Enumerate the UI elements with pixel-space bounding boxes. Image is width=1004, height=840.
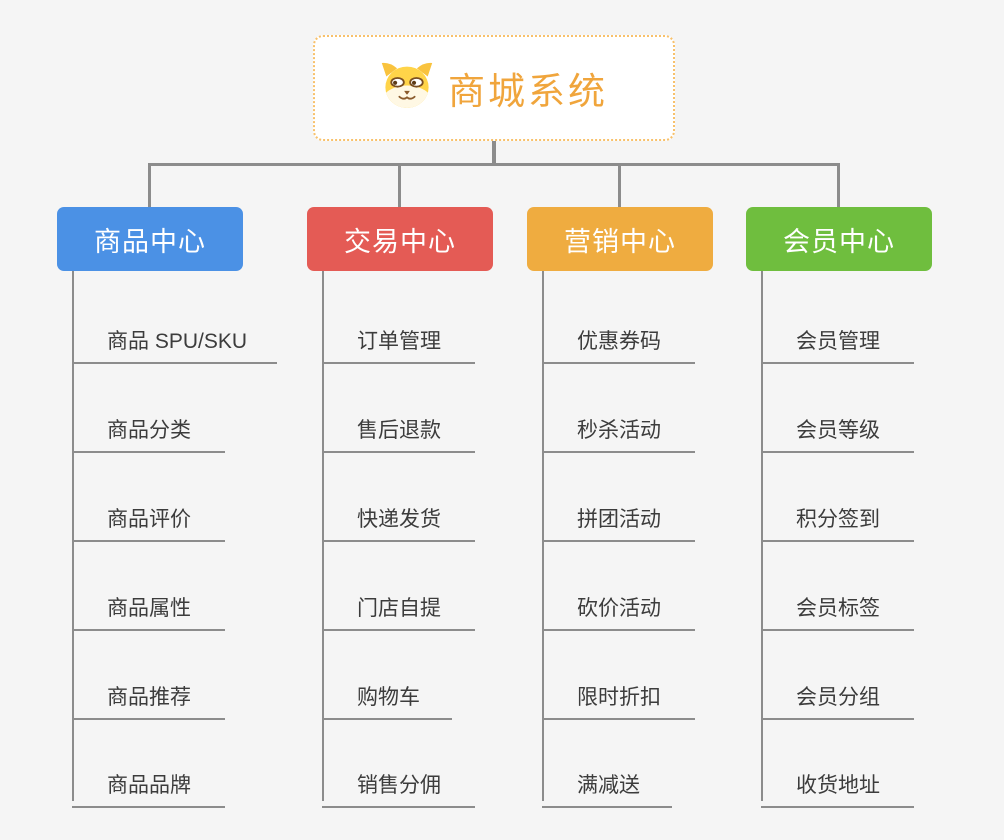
- connector-horizontal-bar: [148, 163, 840, 166]
- subtopic-node[interactable]: 会员分组: [761, 667, 914, 720]
- branch-header-trade-center[interactable]: 交易中心: [307, 207, 493, 271]
- subtopic-node[interactable]: 商品属性: [72, 578, 225, 631]
- subtopic-node[interactable]: 门店自提: [322, 578, 475, 631]
- subtopic-node[interactable]: 砍价活动: [542, 578, 695, 631]
- connector-drop-1: [148, 163, 151, 207]
- branch-trunk-line: [761, 271, 763, 801]
- branch-trunk-line: [542, 271, 544, 801]
- subtopic-node[interactable]: 快递发货: [322, 489, 475, 542]
- subtopic-node[interactable]: 销售分佣: [322, 755, 475, 808]
- subtopic-node[interactable]: 收货地址: [761, 755, 914, 808]
- branch-marketing-center: 营销中心 优惠券码 秒杀活动 拼团活动 砍价活动 限时折扣 满减送: [527, 207, 777, 808]
- subtopic-node[interactable]: 会员标签: [761, 578, 914, 631]
- connector-drop-4: [837, 163, 840, 207]
- root-node[interactable]: 商城系统: [313, 35, 675, 141]
- subtopic-node[interactable]: 限时折扣: [542, 667, 695, 720]
- branch-member-center: 会员中心 会员管理 会员等级 积分签到 会员标签 会员分组 收货地址: [746, 207, 996, 808]
- branch-header-product-center[interactable]: 商品中心: [57, 207, 243, 271]
- subtopic-node[interactable]: 商品 SPU/SKU: [72, 311, 277, 364]
- subtopic-node[interactable]: 满减送: [542, 755, 672, 808]
- subtopic-node[interactable]: 拼团活动: [542, 489, 695, 542]
- branch-trade-center: 交易中心 订单管理 售后退款 快递发货 门店自提 购物车 销售分佣: [307, 207, 557, 808]
- branch-trunk-line: [72, 271, 74, 801]
- subtopic-node[interactable]: 会员管理: [761, 311, 914, 364]
- connector-drop-2: [398, 163, 401, 207]
- subtopic-node[interactable]: 订单管理: [322, 311, 475, 364]
- subtopic-node[interactable]: 会员等级: [761, 400, 914, 453]
- root-title: 商城系统: [448, 71, 608, 112]
- subtopic-node[interactable]: 商品评价: [72, 489, 225, 542]
- branch-header-member-center[interactable]: 会员中心: [746, 207, 932, 271]
- connector-drop-3: [618, 163, 621, 207]
- connector-root-stub: [492, 141, 496, 166]
- subtopic-node[interactable]: 商品分类: [72, 400, 225, 453]
- subtopic-node[interactable]: 购物车: [322, 667, 452, 720]
- subtopic-node[interactable]: 商品推荐: [72, 667, 225, 720]
- branch-product-center: 商品中心 商品 SPU/SKU 商品分类 商品评价 商品属性 商品推荐 商品品牌: [57, 207, 307, 808]
- dog-face-icon: [380, 61, 434, 115]
- subtopic-node[interactable]: 积分签到: [761, 489, 914, 542]
- branch-trunk-line: [322, 271, 324, 801]
- subtopic-node[interactable]: 优惠券码: [542, 311, 695, 364]
- subtopic-node[interactable]: 售后退款: [322, 400, 475, 453]
- branch-header-marketing-center[interactable]: 营销中心: [527, 207, 713, 271]
- subtopic-node[interactable]: 商品品牌: [72, 755, 225, 808]
- subtopic-node[interactable]: 秒杀活动: [542, 400, 695, 453]
